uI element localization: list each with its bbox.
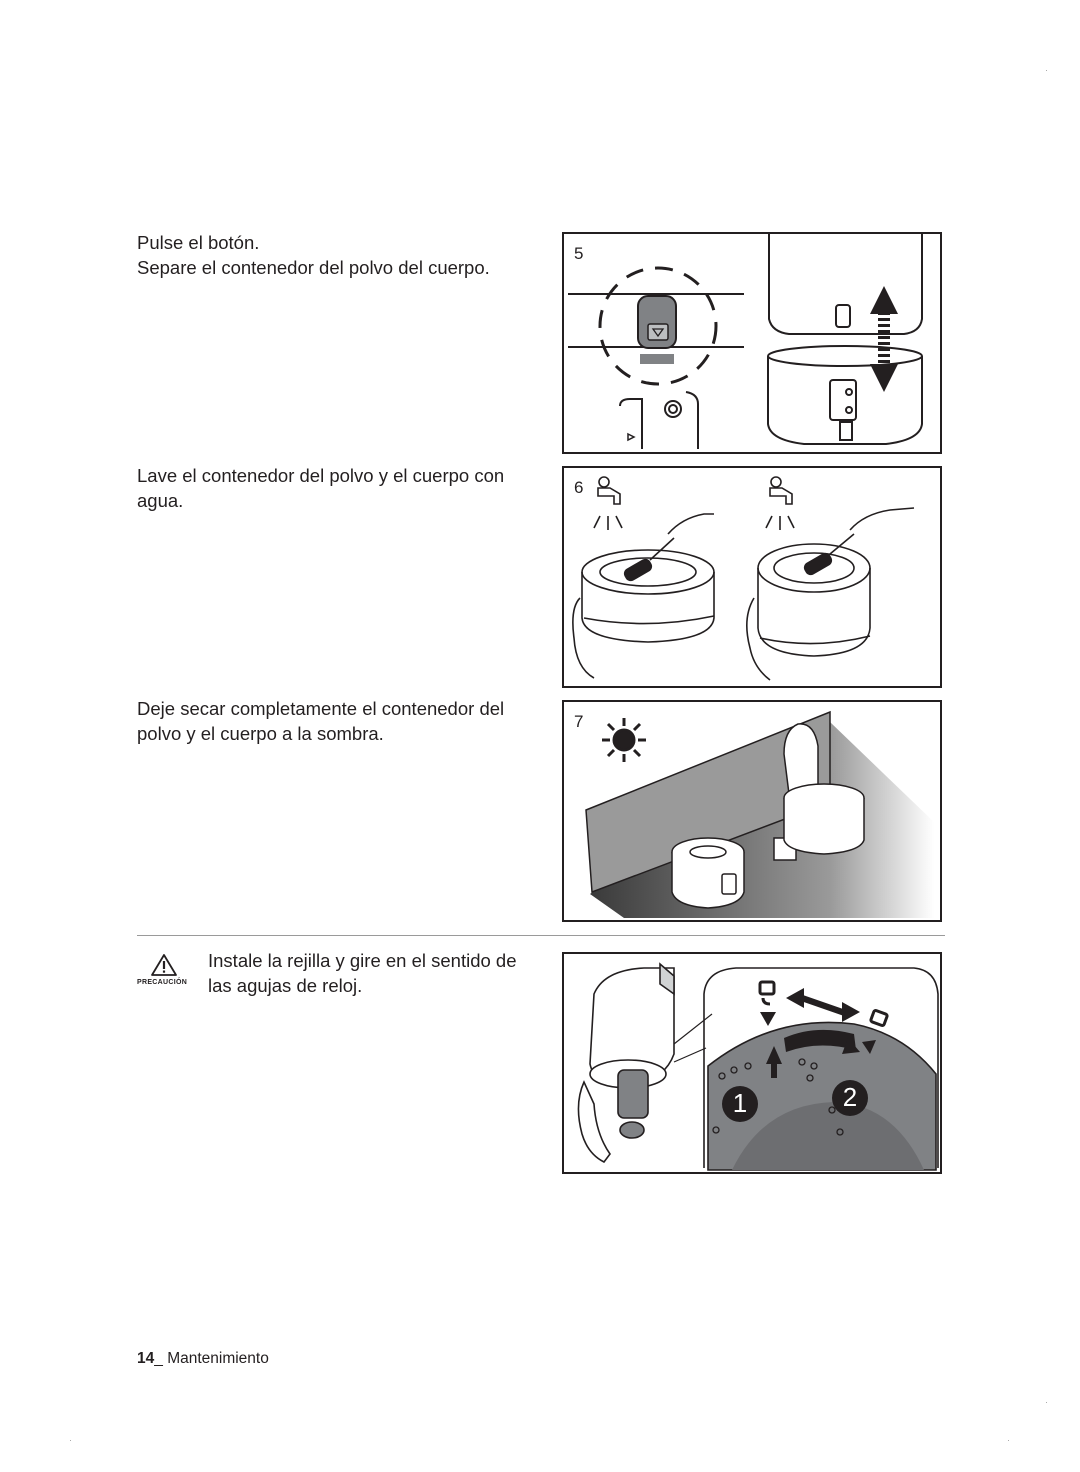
print-mark xyxy=(1046,70,1047,71)
footer-separator: _ xyxy=(154,1350,168,1367)
dust-bin-release-drawing xyxy=(568,234,923,449)
print-mark xyxy=(1008,1440,1009,1441)
lock-icon xyxy=(758,980,776,1026)
page-number: 14 xyxy=(137,1350,155,1367)
step7-illustration: 7 xyxy=(562,700,942,922)
step7-number: 7 xyxy=(574,712,584,731)
drying-in-shade-drawing xyxy=(585,710,934,918)
page-footer: 14_ Mantenimiento xyxy=(137,1350,269,1368)
step6-illustration: 6 xyxy=(562,466,942,688)
section-name: Mantenimiento xyxy=(167,1350,269,1367)
grille-install-illustration: 1 2 xyxy=(562,952,942,1174)
step5-line2: Separe el contenedor del polvo del cuerp… xyxy=(137,257,490,278)
caution-label: PRECAUCIÓN xyxy=(137,979,188,986)
double-arrow-icon xyxy=(786,988,860,1022)
print-mark xyxy=(70,1440,71,1441)
unlock-icon xyxy=(862,1009,889,1054)
caution-line1: Instale la rejilla y gire en el sentido … xyxy=(208,950,517,971)
sun-icon xyxy=(602,718,646,762)
print-mark xyxy=(1046,1402,1047,1403)
rotation-step-1-marker: 1 xyxy=(732,1088,748,1118)
grille-rotation-drawing xyxy=(577,962,939,1171)
step5-line1: Pulse el botón. xyxy=(137,232,260,253)
faucet-icon xyxy=(593,476,623,530)
step6-number: 6 xyxy=(574,478,584,497)
section-divider xyxy=(137,935,945,936)
step5-number: 5 xyxy=(574,244,584,263)
step6-line1: Lave el contenedor del polvo y el cuerpo… xyxy=(137,465,505,486)
step7-line1: Deje secar completamente el contenedor d… xyxy=(137,698,505,719)
caution-line2: las agujas de reloj. xyxy=(208,975,363,996)
step7-line2: polvo y el cuerpo a la sombra. xyxy=(137,723,384,744)
caution-triangle-icon xyxy=(151,954,177,976)
washing-drawing xyxy=(572,476,915,681)
rotation-step-2-marker: 2 xyxy=(842,1082,858,1112)
step5-illustration: 5 xyxy=(562,232,942,454)
step6-line2: agua. xyxy=(137,490,184,511)
